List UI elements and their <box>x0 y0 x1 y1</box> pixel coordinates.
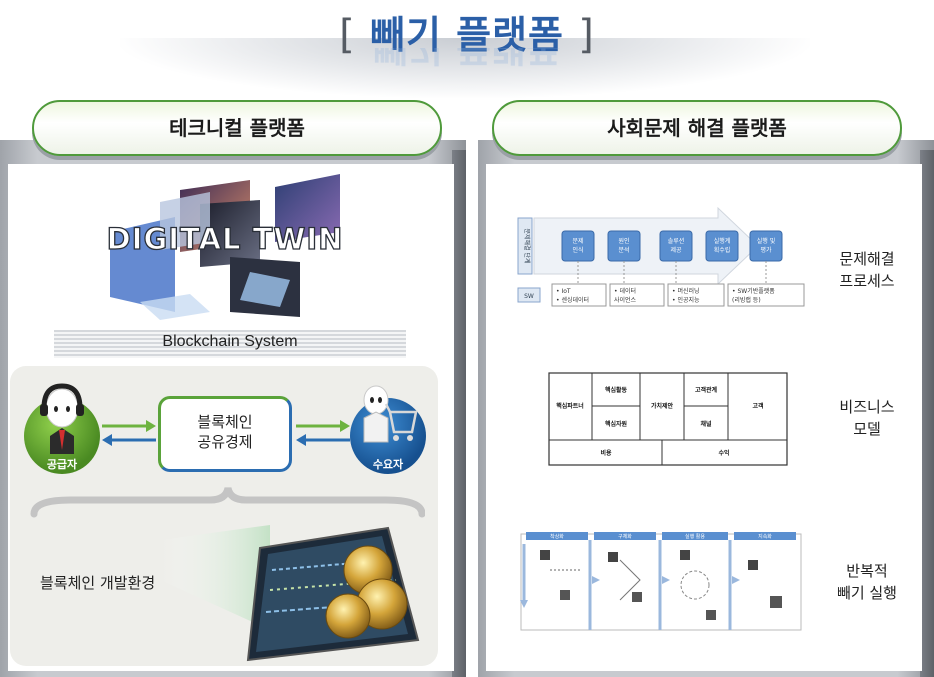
blockchain-dev-environment-illustration <box>160 520 430 668</box>
blockchain-sharing-economy-text: 블록체인 공유경제 <box>158 412 292 452</box>
iterative-execution-diagram: 착상화 구체화 실행 활용 지속화 <box>520 530 802 632</box>
step-2-line-1: 원인 <box>618 237 629 245</box>
bmc-customer-segments: 고객 <box>752 402 763 410</box>
iterative-label-line-2: 빼기 실행 <box>812 582 922 604</box>
iterative-label-line-1: 반복적 <box>812 560 922 582</box>
bottom-2-line-2: 사이언스 <box>614 296 637 304</box>
bmc-revenue-streams: 수익 <box>718 449 729 457</box>
step-2-line-2: 분석 <box>618 246 629 254</box>
bmc-value-proposition: 가치제안 <box>651 402 674 410</box>
consumer-label: 수요자 <box>350 456 426 472</box>
consumer-exchange-arrows-icon <box>294 418 352 448</box>
bottom-4-line-2: (리빙랩 등) <box>732 296 761 304</box>
process-label: 문제해결 프로세스 <box>812 248 922 292</box>
bottom-2-line-1: • 데이터 <box>614 287 636 295</box>
bmc-customer-relationships: 고객관계 <box>695 386 718 394</box>
bottom-1-line-2: • 센싱데이터 <box>556 296 589 304</box>
loop-stage-1: 착상화 <box>550 533 564 540</box>
step-3-line-1: 솔루션 <box>668 237 685 245</box>
business-model-label-line-1: 비즈니스 <box>812 396 922 418</box>
bottom-3-line-1: • 머신러닝 <box>672 287 700 295</box>
process-label-line-1: 문제해결 <box>812 248 922 270</box>
iterative-execution-label: 반복적 빼기 실행 <box>812 560 922 604</box>
loop-stage-3: 실행 활용 <box>685 533 705 540</box>
bmc-key-partners: 핵심파트너 <box>556 402 584 410</box>
step-1-line-1: 문제 <box>572 237 583 245</box>
center-line-1: 블록체인 <box>158 412 292 432</box>
step-3-line-2: 제공 <box>670 246 682 254</box>
supplier-label: 공급자 <box>24 456 100 472</box>
process-label-line-2: 프로세스 <box>812 270 922 292</box>
step-4-line-1: 실행계 <box>714 237 731 245</box>
step-1-line-2: 인식 <box>572 246 583 254</box>
digital-twin-label: DIGITAL TWIN <box>100 222 350 256</box>
blockchain-dev-environment-label: 블록체인 개발환경 <box>40 572 155 593</box>
problem-solving-process-diagram: 문제해결 단계 문제 인식 원인 분석 솔루션 제공 실행계 획수립 실행 및 … <box>514 206 806 312</box>
step-4-line-2: 획수립 <box>714 246 731 254</box>
brace-icon <box>30 484 425 518</box>
business-model-canvas: 핵심파트너 핵심활동 가치제안 고객관계 고객 핵심자원 채널 비용 수익 <box>548 372 788 466</box>
social-problem-platform-header: 사회문제 해결 플랫폼 <box>492 100 902 156</box>
title-reflection: 빼기 플랫폼 <box>0 48 934 78</box>
bmc-key-activities: 핵심활동 <box>605 386 628 394</box>
title-area: [ 빼기 플랫폼 ] 빼기 플랫폼 <box>0 0 934 95</box>
business-model-label-line-2: 모델 <box>812 418 922 440</box>
technical-platform-header: 테크니컬 플랫폼 <box>32 100 442 156</box>
bmc-key-resources: 핵심자원 <box>605 420 627 428</box>
business-model-label: 비즈니스 모델 <box>812 396 922 440</box>
step-5-line-1: 실행 및 <box>757 237 776 245</box>
blockchain-system-label: Blockchain System <box>54 333 406 351</box>
sw-label: SW <box>524 293 534 300</box>
bmc-cost-structure: 비용 <box>600 449 612 457</box>
supplier-headset-icon <box>36 378 88 456</box>
center-line-2: 공유경제 <box>158 432 292 452</box>
bottom-4-line-1: • SW기반플랫폼 <box>732 287 775 295</box>
bmc-channels: 채널 <box>700 420 712 428</box>
consumer-cart-icon <box>356 382 422 450</box>
loop-stage-4: 지속화 <box>758 533 772 540</box>
bottom-3-line-2: • 인공지능 <box>672 296 700 304</box>
supplier-exchange-arrows-icon <box>100 418 158 448</box>
bottom-1-line-1: • IoT <box>556 288 571 295</box>
process-side-label: 문제해결 단계 <box>523 228 531 263</box>
step-5-line-2: 평가 <box>760 246 772 254</box>
loop-stage-2: 구체화 <box>618 533 632 540</box>
